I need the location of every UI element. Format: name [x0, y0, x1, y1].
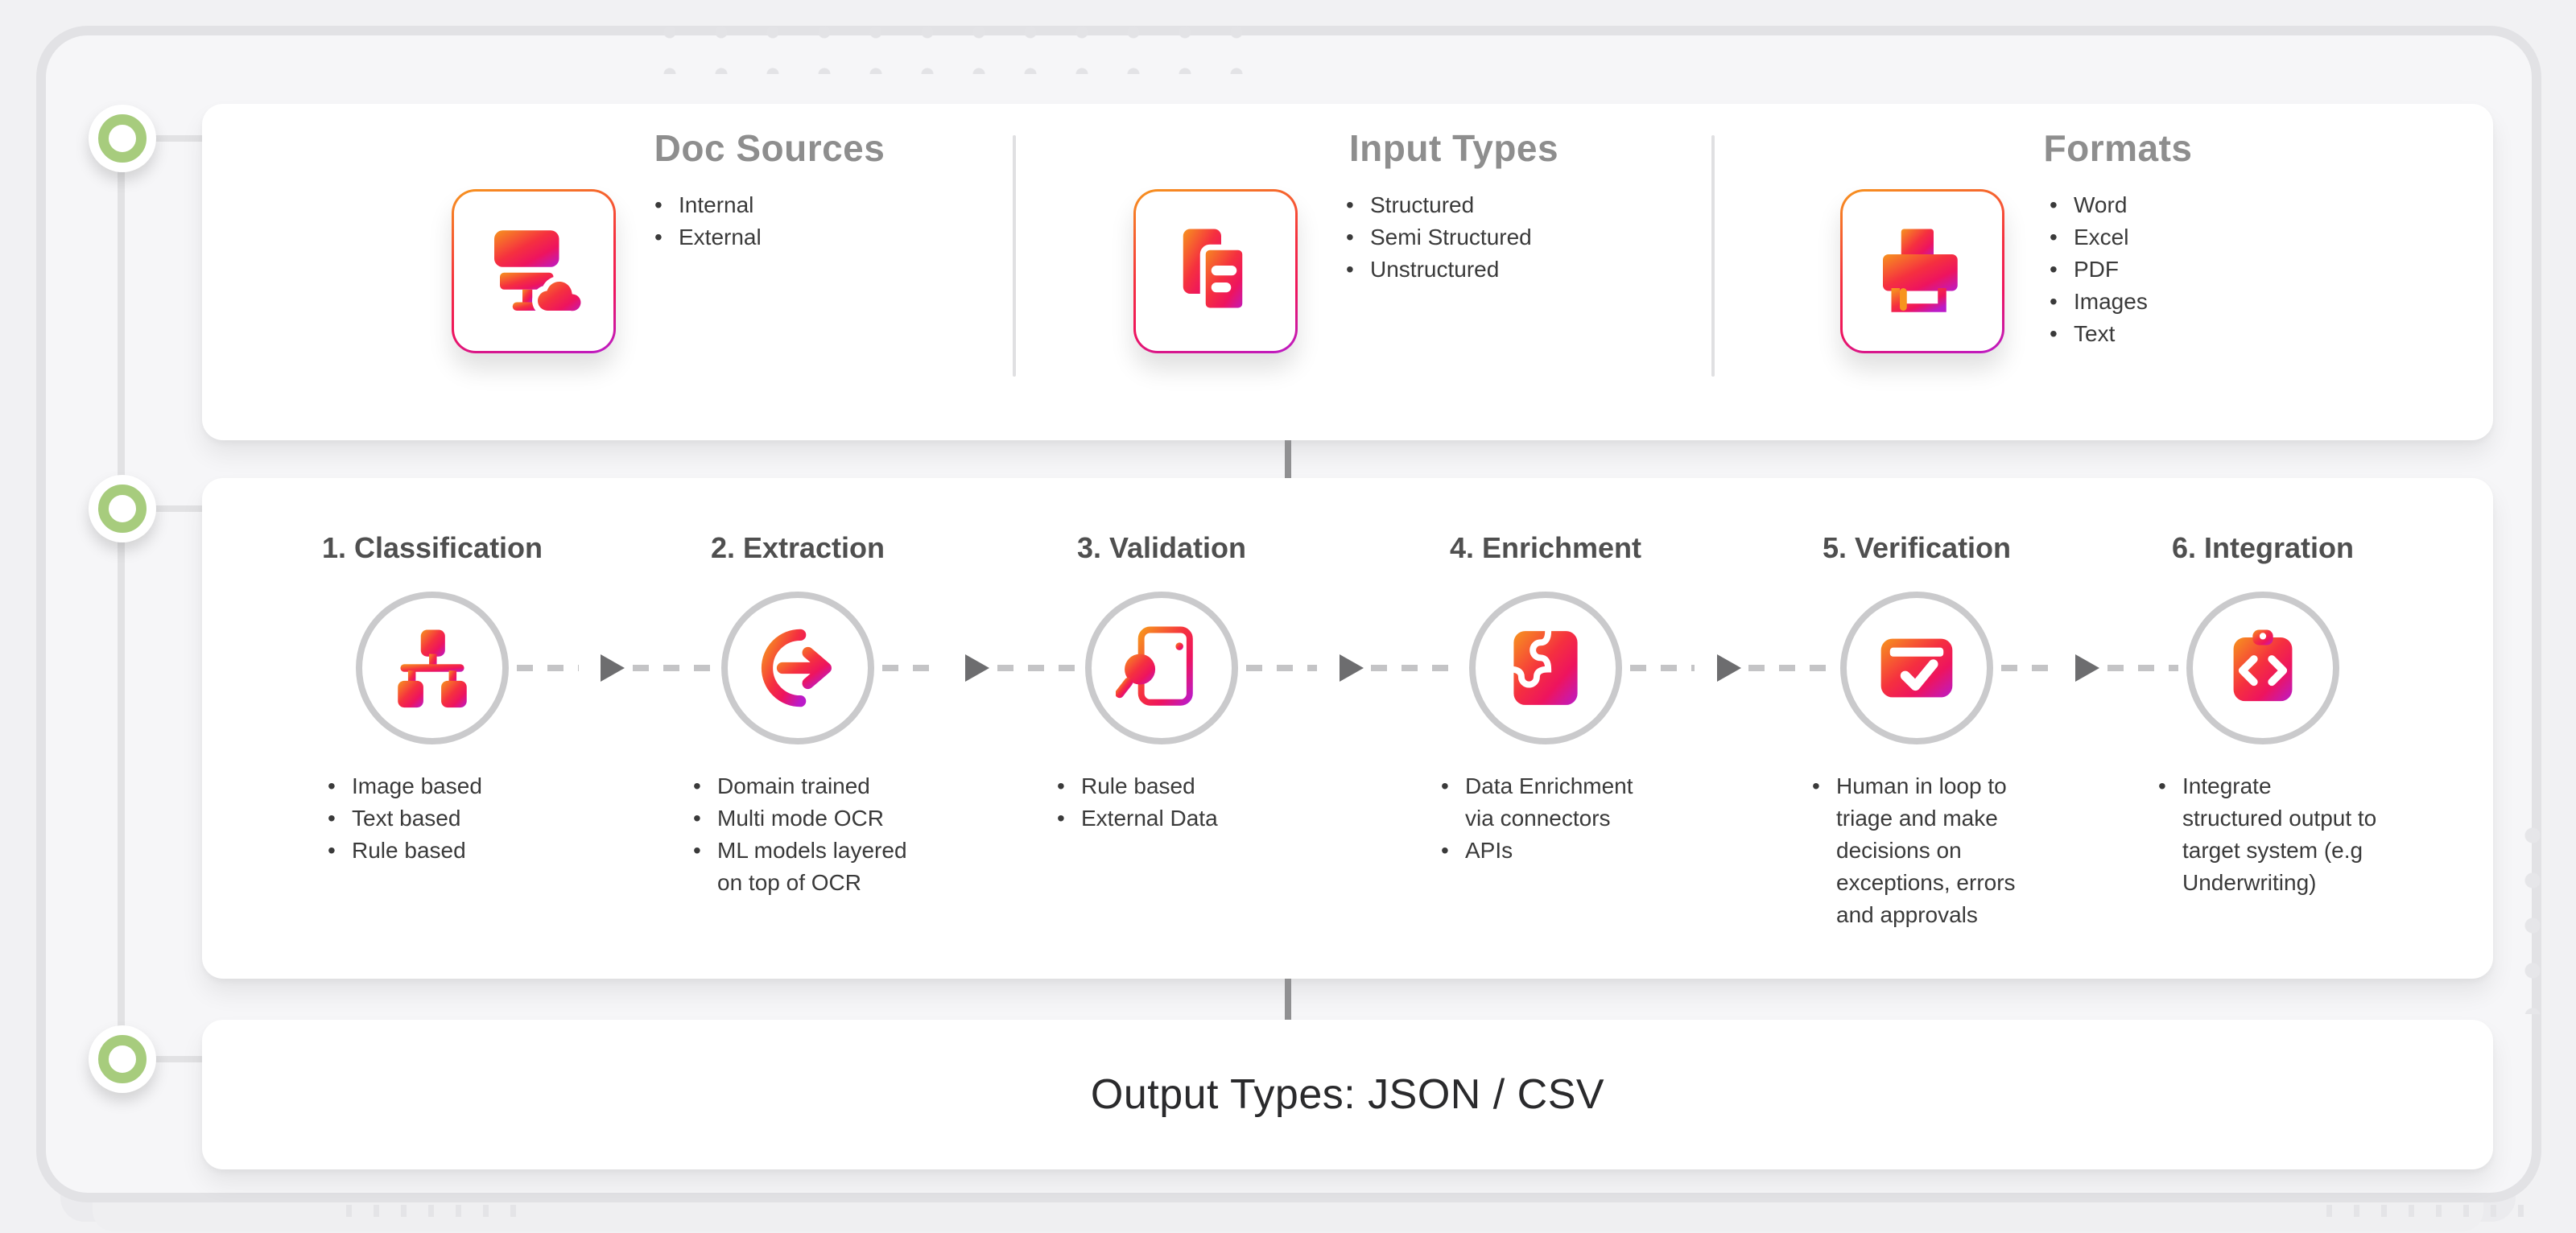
export-arrow-icon	[761, 629, 832, 707]
list-item: ML models layered on top of OCR	[693, 835, 927, 899]
list-item: Text	[2050, 318, 2148, 350]
list-item: Rule based	[1057, 770, 1298, 802]
documents-icon	[1183, 229, 1249, 314]
validation-list: Rule based External Data	[1057, 770, 1298, 835]
step-title-classification: 1. Classification	[321, 531, 543, 564]
dashed-connector	[1246, 665, 1317, 671]
sources-card: Doc Sources Internal External Input Type…	[202, 104, 2493, 440]
printer-icon	[1883, 229, 1958, 312]
dashed-connector	[2107, 665, 2178, 671]
decorative-dot-column	[2515, 813, 2550, 1014]
arrowhead-icon	[965, 654, 989, 682]
list-item: Internal	[654, 189, 762, 221]
arrowhead-icon	[1340, 654, 1364, 682]
list-item: PDF	[2050, 254, 2148, 286]
decorative-ticks-right	[2326, 1205, 2528, 1217]
card-check-icon	[1880, 638, 1953, 698]
list-item: Rule based	[328, 835, 569, 867]
dashed-connector	[997, 665, 1077, 671]
step-title-integration: 6. Integration	[2171, 531, 2355, 564]
section-title-formats: Formats	[2043, 127, 2193, 169]
step-title-enrichment: 4. Enrichment	[1449, 531, 1642, 564]
list-item: External	[654, 221, 762, 254]
doc-sources-list: Internal External	[654, 189, 762, 254]
step-circle-classification	[356, 592, 509, 744]
classification-list: Image based Text based Rule based	[328, 770, 569, 867]
section-divider	[1013, 135, 1016, 377]
timeline-connector-2	[122, 505, 206, 512]
output-card: Output Types: JSON / CSV	[202, 1020, 2493, 1169]
timeline-node-icon	[89, 1025, 156, 1093]
decorative-ticks-left	[346, 1205, 535, 1217]
list-item: Word	[2050, 189, 2148, 221]
list-item: Human in loop to triage and make decisio…	[1812, 770, 2031, 931]
dashed-connector	[633, 665, 713, 671]
step-title-extraction: 2. Extraction	[710, 531, 886, 564]
output-types-label: Output Types: JSON / CSV	[1090, 1071, 1605, 1118]
decorative-dot-grid	[644, 11, 1264, 74]
step-circle-verification	[1840, 592, 1993, 744]
dashed-connector	[882, 665, 943, 671]
list-item: Semi Structured	[1346, 221, 1532, 254]
section-divider	[1711, 135, 1715, 377]
doc-sources-icon-card	[452, 189, 616, 353]
step-circle-integration	[2186, 592, 2339, 744]
list-item: Multi mode OCR	[693, 802, 927, 835]
extraction-list: Domain trained Multi mode OCR ML models …	[693, 770, 927, 899]
arrowhead-icon	[2075, 654, 2099, 682]
enrichment-list: Data Enrichment via connectors APIs	[1441, 770, 1650, 867]
clipboard-code-icon	[2233, 629, 2293, 702]
step-title-validation: 3. Validation	[1076, 531, 1247, 564]
list-item: Data Enrichment via connectors	[1441, 770, 1650, 835]
dashed-connector	[1748, 665, 1832, 671]
desktop-cloud-icon	[494, 230, 584, 317]
process-card: 1. Classification Image based Text based…	[202, 478, 2493, 979]
section-title-doc-sources: Doc Sources	[654, 127, 886, 169]
sitemap-icon	[398, 629, 467, 708]
arrowhead-icon	[601, 654, 625, 682]
step-circle-validation	[1085, 592, 1238, 744]
list-item: Unstructured	[1346, 254, 1532, 286]
list-item: Integrate structured output to target sy…	[2158, 770, 2377, 899]
dashed-connector	[1371, 665, 1461, 671]
list-item: Domain trained	[693, 770, 927, 802]
list-item: Text based	[328, 802, 569, 835]
step-circle-extraction	[721, 592, 874, 744]
timeline-connector-3	[122, 1056, 206, 1062]
input-types-icon-card	[1133, 189, 1298, 353]
step-title-verification: 5. Verification	[1822, 531, 2012, 564]
dashed-connector	[2001, 665, 2054, 671]
list-item: Structured	[1346, 189, 1532, 221]
dashed-connector	[517, 665, 579, 671]
timeline-line	[118, 138, 125, 1059]
timeline-node-icon	[89, 105, 156, 172]
step-circle-enrichment	[1469, 592, 1622, 744]
arrowhead-icon	[1717, 654, 1741, 682]
formats-list: Word Excel PDF Images Text	[2050, 189, 2148, 350]
document-search-icon	[1116, 626, 1193, 706]
integration-list: Integrate structured output to target sy…	[2158, 770, 2377, 899]
list-item: External Data	[1057, 802, 1298, 835]
puzzle-icon	[1506, 628, 1578, 705]
timeline-node-icon	[89, 475, 156, 542]
dashed-connector	[1630, 665, 1695, 671]
section-title-input-types: Input Types	[1348, 127, 1559, 169]
verification-list: Human in loop to triage and make decisio…	[1812, 770, 2031, 931]
list-item: Images	[2050, 286, 2148, 318]
formats-icon-card	[1840, 189, 2004, 353]
timeline-connector-1	[122, 135, 206, 142]
list-item: Image based	[328, 770, 569, 802]
list-item: APIs	[1441, 835, 1650, 867]
input-types-list: Structured Semi Structured Unstructured	[1346, 189, 1532, 286]
list-item: Excel	[2050, 221, 2148, 254]
